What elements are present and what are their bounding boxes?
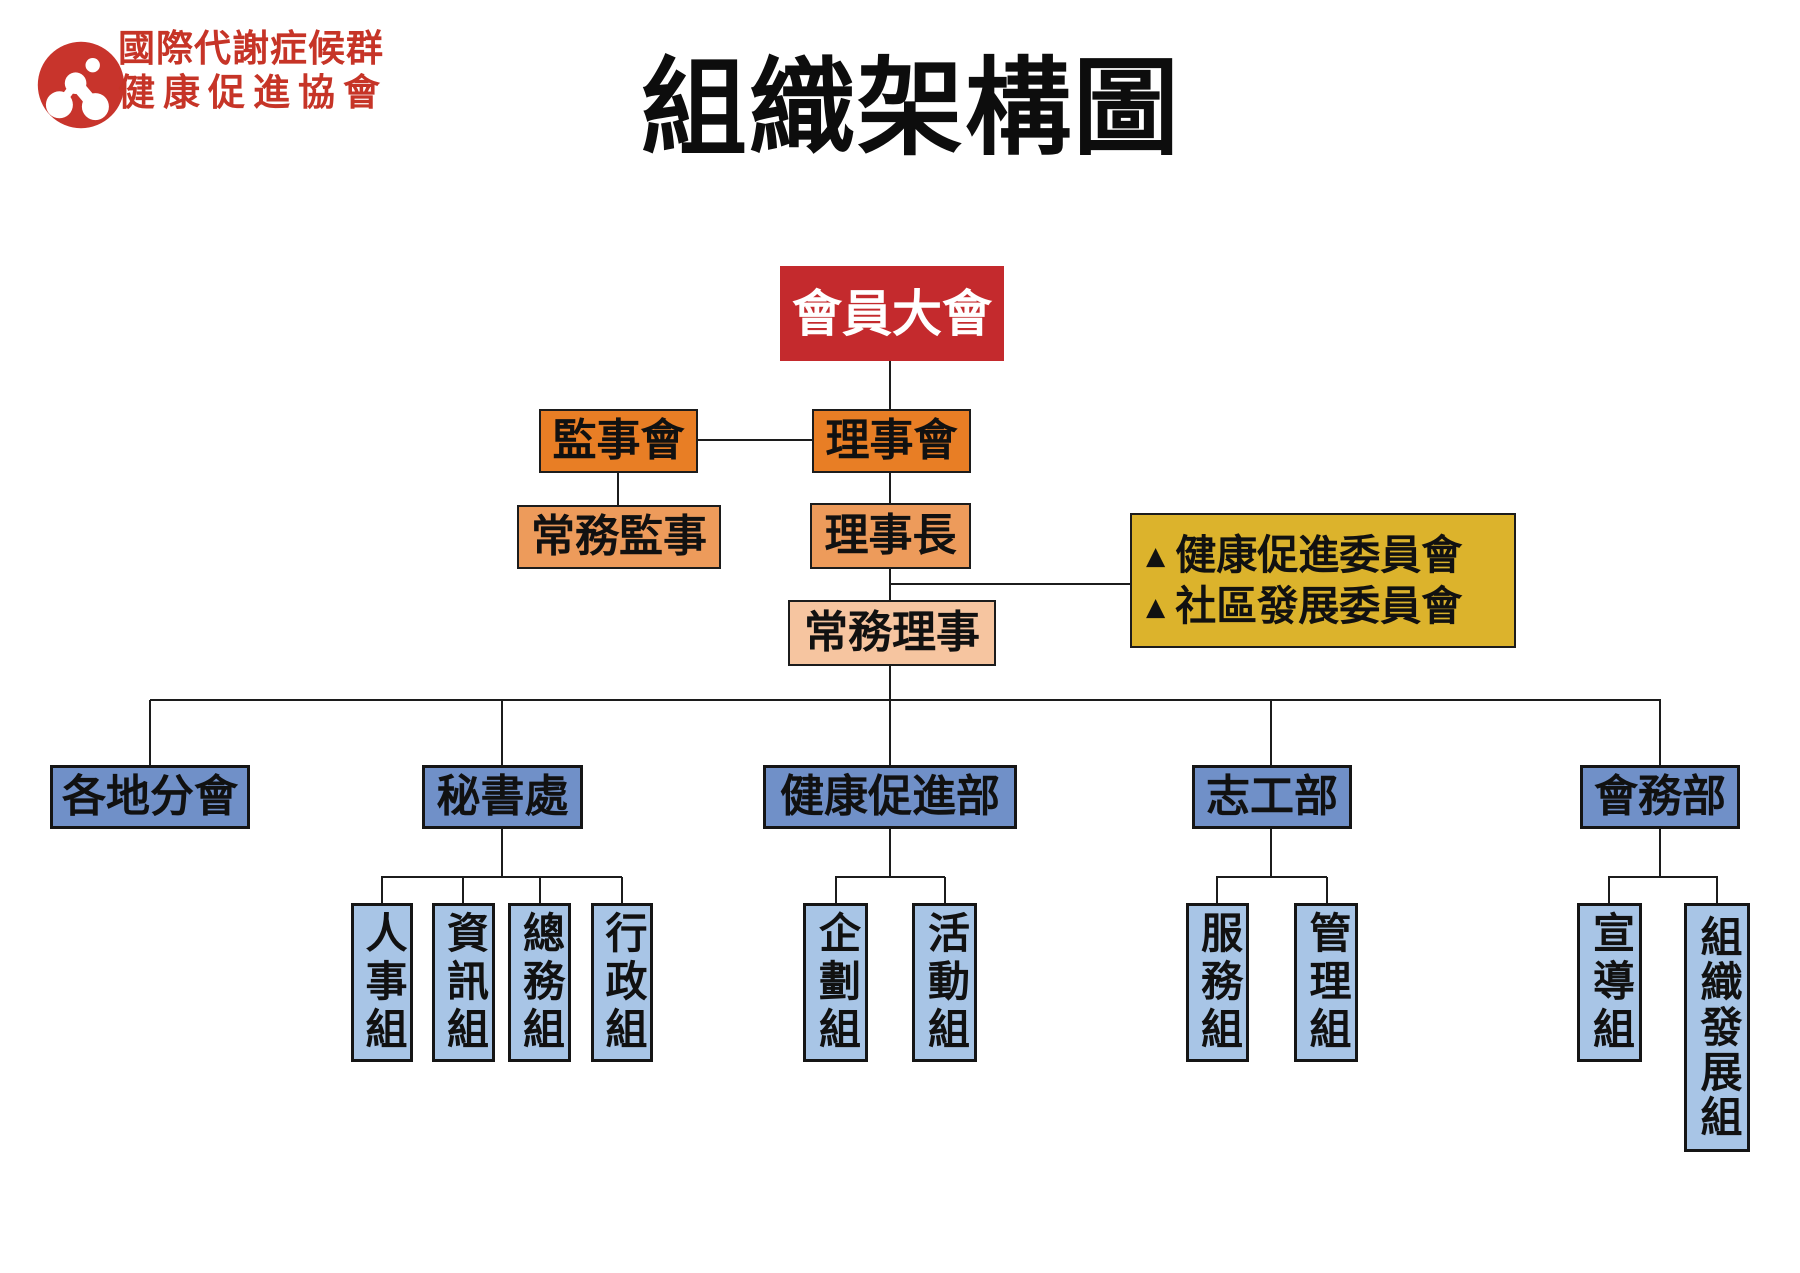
- connector-line: [698, 439, 812, 441]
- node-general-affairs-team: 總務組: [508, 903, 571, 1062]
- association-logo-icon: [36, 40, 126, 130]
- committee-health-promotion-label: 健康促進委員會: [1175, 531, 1463, 578]
- connector-line: [1216, 876, 1327, 878]
- page-title: 組織架構圖: [641, 51, 1181, 168]
- connector-line: [1716, 877, 1718, 903]
- node-association-affairs-dept: 會務部: [1580, 765, 1740, 829]
- connector-line: [381, 877, 383, 903]
- node-admin-team: 行政組: [591, 903, 653, 1062]
- node-committees: ▲ 健康促進委員會 ▲ 社區發展委員會: [1130, 513, 1516, 648]
- connector-line: [1270, 700, 1272, 765]
- node-org-development-team: 組織發展組: [1684, 903, 1750, 1152]
- connector-line: [501, 700, 503, 765]
- association-name-line2: 健康促進協會: [118, 72, 388, 113]
- triangle-bullet-icon: ▲: [1146, 540, 1166, 570]
- connector-line: [835, 876, 945, 878]
- connector-line: [617, 473, 619, 505]
- connector-line: [889, 361, 891, 409]
- node-standing-directors: 常務理事: [788, 600, 996, 666]
- node-planning-team: 企劃組: [803, 903, 868, 1062]
- connector-line: [944, 877, 946, 903]
- connector-line: [539, 877, 541, 903]
- connector-line: [1216, 877, 1218, 903]
- connector-line: [381, 876, 622, 878]
- committee-health-promotion: ▲ 健康促進委員會: [1146, 531, 1463, 578]
- node-local-branches: 各地分會: [50, 765, 250, 829]
- node-board-of-supervisors: 監事會: [539, 409, 698, 473]
- triangle-bullet-icon: ▲: [1146, 591, 1166, 621]
- node-chairman: 理事長: [810, 503, 971, 569]
- connector-line: [621, 877, 623, 903]
- node-member-assembly: 會員大會: [780, 266, 1004, 361]
- connector-line: [889, 829, 891, 877]
- node-service-team: 服務組: [1186, 903, 1249, 1062]
- node-board-of-directors: 理事會: [812, 409, 971, 473]
- connector-line: [1659, 829, 1661, 877]
- connector-line: [889, 473, 891, 503]
- connector-line: [889, 583, 1130, 585]
- node-promotion-team: 宣導組: [1577, 903, 1642, 1062]
- connector-line: [835, 877, 837, 903]
- connector-line: [149, 700, 151, 765]
- connector-line: [1608, 876, 1718, 878]
- connector-line: [462, 877, 464, 903]
- node-health-promotion-dept: 健康促進部: [763, 765, 1017, 829]
- association-name: 國際代謝症候群 健康促進協會: [118, 30, 388, 111]
- committee-community-development-label: 社區發展委員會: [1175, 582, 1463, 629]
- connector-line: [1659, 700, 1661, 765]
- connector-line: [150, 699, 1661, 701]
- association-name-line1: 國際代謝症候群: [118, 28, 384, 69]
- logo-circle-icon: [37, 41, 125, 129]
- node-activity-team: 活動組: [912, 903, 977, 1062]
- node-secretariat: 秘書處: [422, 765, 583, 829]
- connector-line: [1270, 829, 1272, 877]
- connector-line: [501, 829, 503, 877]
- connector-line: [1326, 877, 1328, 903]
- node-volunteer-dept: 志工部: [1192, 765, 1352, 829]
- connector-line: [1608, 877, 1610, 903]
- node-information-team: 資訊組: [432, 903, 495, 1062]
- node-management-team: 管理組: [1294, 903, 1358, 1062]
- node-hr-team: 人事組: [351, 903, 413, 1062]
- node-standing-supervisor: 常務監事: [517, 505, 721, 569]
- connector-line: [889, 666, 891, 765]
- committee-community-development: ▲ 社區發展委員會: [1146, 582, 1463, 629]
